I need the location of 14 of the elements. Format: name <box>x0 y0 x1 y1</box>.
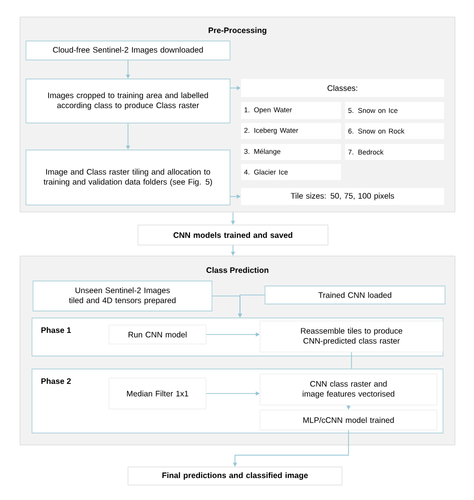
process-box: Images cropped to training area and labelled according class to produce Class raster <box>26 78 230 124</box>
process-box: Image and Class raster tiling and allocation to training and validation data folders (see Fig. 5) <box>26 150 230 206</box>
process-box: MLP/cCNN model trained <box>260 410 438 430</box>
process-box: Cloud-free Sentinel-2 Images downloaded <box>26 40 230 60</box>
info-box: Classes: <box>241 79 444 97</box>
process-box: Run CNN model <box>108 324 206 344</box>
process-box: CNN models trained and saved <box>138 224 328 246</box>
info-box: Tile sizes: 50, 75, 100 pixels <box>241 188 444 205</box>
process-box: Trained CNN loaded <box>264 286 446 304</box>
process-box: Unseen Sentinel-2 Images tiled and 4D tensors prepared <box>32 280 212 312</box>
process-box: CNN class raster and image features vectorised <box>260 374 438 406</box>
process-box: Final predictions and classified image <box>128 466 342 486</box>
process-box: Reassemble tiles to produce CNN-predicted class raster <box>260 320 444 352</box>
process-box: Median Filter 1x1 <box>108 378 206 410</box>
